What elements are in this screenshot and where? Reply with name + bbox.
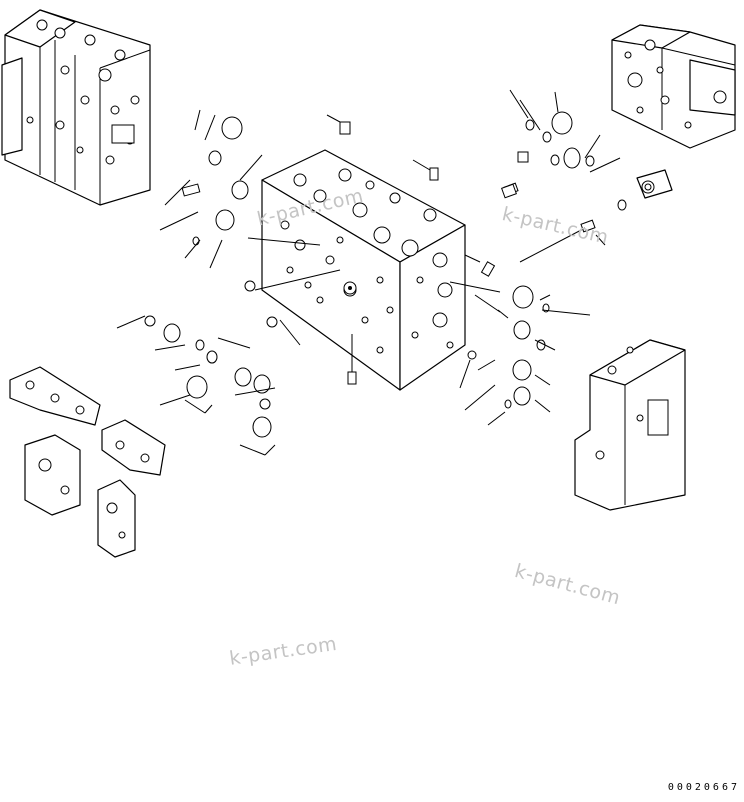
right-section-block bbox=[574, 339, 686, 511]
plugs-and-fittings bbox=[244, 114, 517, 385]
left-cap-block bbox=[24, 434, 81, 516]
valve-assembly-stack bbox=[1, 9, 151, 206]
drawing-number: 00020667 bbox=[667, 782, 740, 793]
end-cover-block bbox=[611, 24, 736, 149]
main-valve-body bbox=[261, 149, 466, 391]
seal-parts-left bbox=[116, 109, 341, 456]
left-cover-block bbox=[97, 479, 136, 558]
left-spool-housing-middle bbox=[101, 419, 166, 476]
left-spool-housing-upper bbox=[9, 366, 101, 426]
relief-valve-fitting bbox=[636, 169, 673, 199]
seal-parts-right bbox=[449, 89, 627, 426]
